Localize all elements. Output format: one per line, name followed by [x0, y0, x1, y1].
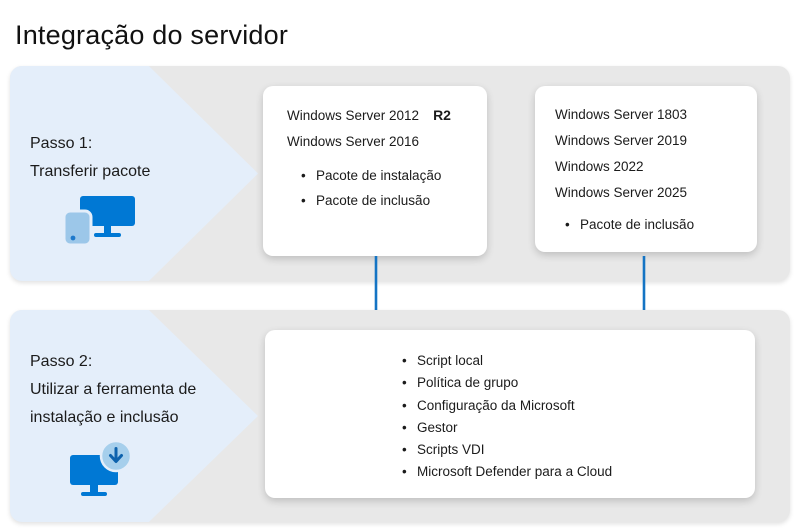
list-item: Configuração da Microsoft	[402, 395, 745, 418]
os-line: Windows Server 2025	[555, 185, 688, 200]
os-line: Windows Server 2016	[287, 134, 420, 149]
list-item: Pacote de instalação	[301, 163, 477, 188]
package-box-1803-2025: Windows Server 1803 Windows Server 2019 …	[535, 86, 757, 252]
monitor-and-phone-icon	[62, 196, 135, 247]
list-item: Pacote de inclusão	[565, 212, 747, 237]
step2-description: Utilizar a ferramenta de	[30, 381, 197, 398]
monitor-download-icon	[70, 440, 133, 496]
package-list: Pacote de inclusão	[565, 212, 747, 237]
tools-box: Script local Política de grupo Configura…	[265, 330, 755, 498]
diagram-title: Integração do servidor	[15, 20, 289, 50]
os-line: Windows Server 2012 R2	[287, 102, 477, 129]
step2-label: Passo 2: Utilizar a ferramenta de instal…	[30, 348, 196, 432]
step1-description: Transferir pacote	[30, 163, 151, 180]
package-box-2012-2016: Windows Server 2012 R2 Windows Server 201…	[263, 86, 487, 256]
step1-name: Passo 1:	[30, 135, 93, 152]
os-line: Windows Server 2019	[555, 133, 688, 148]
list-item: Microsoft Defender para a Cloud	[402, 461, 745, 484]
tools-list: Script local Política de grupo Configura…	[402, 350, 745, 484]
os-line: Windows Server 1803	[555, 107, 688, 122]
list-item: Pacote de inclusão	[301, 188, 477, 213]
step2-description: instalação e inclusão	[30, 409, 179, 426]
list-item: Gestor	[402, 417, 745, 440]
list-item: Scripts VDI	[402, 439, 745, 462]
list-item: Script local	[402, 350, 745, 373]
step1-label: Passo 1: Transferir pacote	[30, 130, 150, 186]
list-item: Política de grupo	[402, 372, 745, 395]
os-name-suffix: R2	[433, 107, 451, 123]
os-line: Windows 2022	[555, 159, 644, 174]
os-name: Windows Server 2012	[287, 108, 420, 123]
package-list: Pacote de instalação Pacote de inclusão	[301, 163, 477, 213]
step2-name: Passo 2:	[30, 353, 93, 370]
